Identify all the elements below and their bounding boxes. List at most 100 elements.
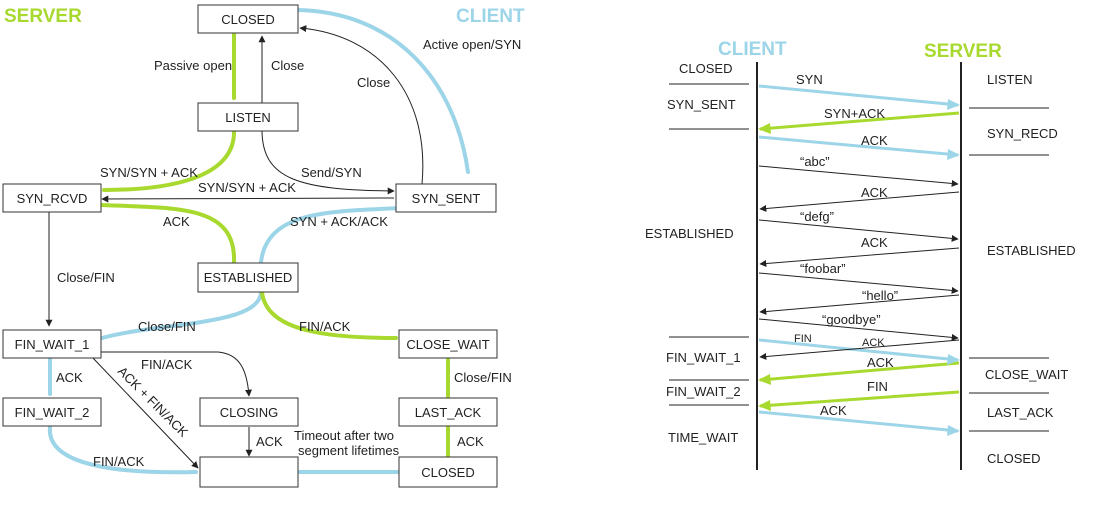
label-close-fin-est: Close/FIN (138, 319, 196, 334)
msg-syn-ack-label: SYN+ACK (824, 106, 885, 121)
svg-text:LAST_ACK: LAST_ACK (415, 405, 482, 420)
svg-text:CLOSE_WAIT: CLOSE_WAIT (406, 337, 489, 352)
svg-text:CLOSED: CLOSED (221, 12, 274, 27)
thin-transitions (45, 25, 424, 469)
active-open-transition (296, 8, 470, 174)
state-fin-wait-1: FIN_WAIT_1 (2, 329, 102, 359)
client-title: CLIENT (456, 6, 525, 27)
state-close-wait: CLOSE_WAIT (398, 329, 498, 359)
seq-server-title: SERVER (924, 41, 1002, 62)
svg-text:CLOSING: CLOSING (220, 405, 279, 420)
send-syn-transition (261, 129, 395, 195)
label-close-fin-synrcvd: Close/FIN (57, 270, 115, 285)
simultaneous-open-transition (101, 195, 395, 203)
synsent-established-transition (259, 205, 422, 264)
client-state-syn-sent: SYN_SENT (667, 97, 736, 112)
svg-text:CLOSED: CLOSED (421, 465, 474, 480)
label-fin-ack-est: FIN/ACK (299, 319, 351, 334)
client-state-closed: CLOSED (679, 61, 732, 76)
label-send-syn: Send/SYN (301, 165, 362, 180)
svg-text:SYN_RCVD: SYN_RCVD (17, 191, 88, 206)
label-close-synsent: Close (357, 75, 390, 90)
msg-fin-server-label: FIN (867, 379, 888, 394)
msg-defg-arrow (758, 219, 959, 242)
server-state-closed: CLOSED (987, 451, 1040, 466)
msg-fin-server-arrow (759, 390, 960, 408)
label-ack-fw1: ACK (56, 370, 83, 385)
msg-syn-ack-arrow (759, 111, 960, 131)
label-ack-lastack: ACK (457, 434, 484, 449)
state-closed-bottom: CLOSED (398, 456, 498, 488)
msg-foobar-arrow (758, 272, 959, 294)
established-finwait1-transition (100, 290, 263, 340)
label-active-open: Active open/SYN (423, 37, 521, 52)
svg-text:SYN_SENT: SYN_SENT (412, 191, 481, 206)
msg-ack-final-label: ACK (820, 403, 847, 418)
state-closed-top: CLOSED (197, 4, 299, 34)
msg-goodbye-arrow (758, 318, 959, 341)
client-state-established: ESTABLISHED (645, 226, 734, 241)
msg-ack-small-label: ACK (862, 337, 885, 349)
server-states: LISTEN SYN_RECD ESTABLISHED CLOSE_WAIT L… (985, 72, 1076, 466)
msg-ack-small-arrow (759, 339, 960, 360)
label-close-fin-cw: Close/FIN (454, 370, 512, 385)
msg-ack3-label: ACK (861, 235, 888, 250)
server-state-listen: LISTEN (987, 72, 1033, 87)
msg-foobar-label: “foobar” (800, 261, 846, 276)
server-title: SERVER (4, 6, 82, 27)
state-syn-sent: SYN_SENT (395, 183, 497, 213)
thick-arrowheads (758, 99, 960, 436)
state-listen: LISTEN (197, 102, 299, 132)
msg-fin-client-label: FIN (794, 333, 812, 345)
server-state-last-ack: LAST_ACK (987, 405, 1054, 420)
established-closewait-transition (260, 290, 398, 340)
state-time-wait (199, 456, 299, 488)
state-syn-rcvd: SYN_RCVD (2, 183, 102, 213)
msg-abc-label: “abc” (800, 154, 830, 169)
server-state-close-wait: CLOSE_WAIT (985, 367, 1068, 382)
label-timeout-2: segment lifetimes (298, 443, 400, 458)
msg-ack2-arrow (759, 191, 960, 212)
msg-ack-server-arrow (759, 361, 960, 382)
msg-syn-arrow (758, 84, 959, 107)
client-states: CLOSED SYN_SENT ESTABLISHED FIN_WAIT_1 F… (645, 61, 741, 445)
label-simultaneous-open: SYN/SYN + ACK (198, 180, 296, 195)
server-state-established: ESTABLISHED (987, 243, 1076, 258)
label-synsent-est: SYN + ACK/ACK (290, 214, 388, 229)
label-ack-fin-ack: ACK + FIN/ACK (115, 364, 191, 440)
message-labels: SYN SYN+ACK ACK “abc” ACK “defg” ACK “fo… (794, 72, 898, 418)
state-closing: CLOSING (199, 397, 299, 427)
server-state-syn-recd: SYN_RECD (987, 126, 1058, 141)
sequence-messages (758, 84, 960, 433)
client-state-fin-wait-2: FIN_WAIT_2 (666, 384, 741, 399)
label-ack-synrcvd: ACK (163, 214, 190, 229)
label-ack-closing: ACK (256, 434, 283, 449)
state-separators (669, 83, 1049, 432)
finwait1-closing-transition (100, 351, 253, 397)
client-state-time-wait: TIME_WAIT (668, 430, 738, 445)
synrcvd-established-transition (98, 203, 237, 264)
label-listen-synrcvd: SYN/SYN + ACK (100, 165, 198, 180)
msg-ack3-arrow (759, 247, 960, 267)
highlighted-transitions (47, 8, 470, 475)
label-fin-ack-fw2: FIN/ACK (93, 454, 145, 469)
msg-ack-final-arrow (758, 410, 959, 433)
state-fin-wait-2: FIN_WAIT_2 (2, 397, 102, 427)
svg-text:FIN_WAIT_2: FIN_WAIT_2 (15, 405, 90, 420)
label-fin-ack-fw1: FIN/ACK (141, 357, 193, 372)
seq-client-title: CLIENT (718, 39, 787, 60)
msg-ack1-label: ACK (861, 133, 888, 148)
svg-text:LISTEN: LISTEN (225, 110, 271, 125)
msg-hello-label: “hello” (862, 288, 898, 303)
msg-defg-label: “defg” (800, 209, 834, 224)
svg-text:ESTABLISHED: ESTABLISHED (204, 270, 293, 285)
svg-text:FIN_WAIT_1: FIN_WAIT_1 (15, 337, 90, 352)
label-close-listen: Close (271, 58, 304, 73)
listen-synrcvd-transition (102, 128, 237, 192)
finwait2-timewait-transition (47, 425, 198, 475)
state-last-ack: LAST_ACK (398, 397, 498, 427)
state-established: ESTABLISHED (197, 262, 299, 293)
label-passive-open: Passive open (154, 58, 232, 73)
label-timeout-1: Timeout after two (294, 428, 394, 443)
